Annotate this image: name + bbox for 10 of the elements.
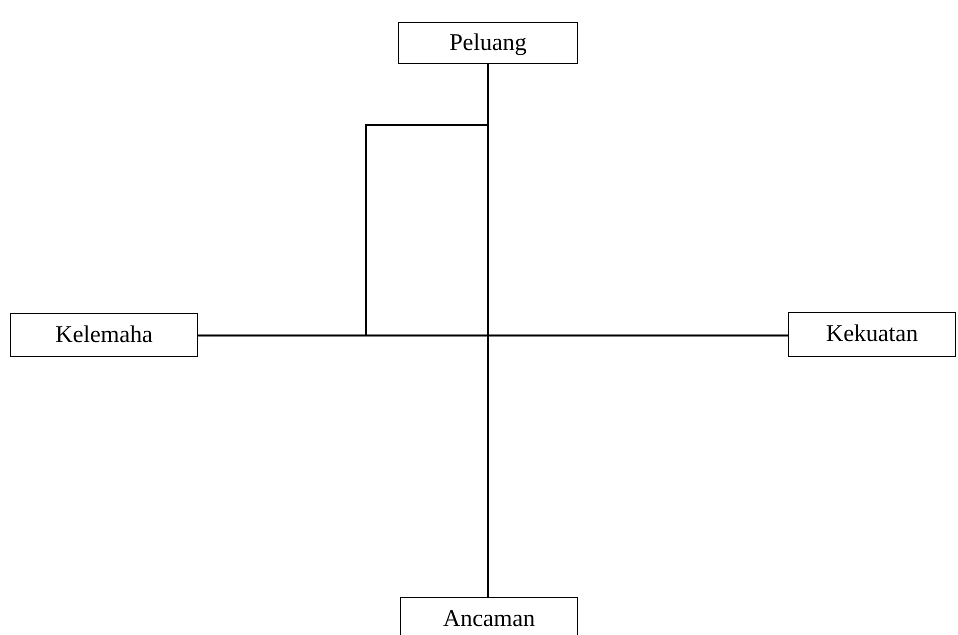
box-label: Ancaman: [443, 606, 535, 632]
box-label: Kekuatan: [826, 321, 918, 348]
label-box: [398, 22, 578, 64]
box-label: Kelemaha: [55, 322, 153, 348]
box-label: Peluang: [449, 30, 527, 56]
label-box: [788, 312, 956, 357]
label-box: [10, 313, 198, 357]
label-box: [400, 597, 578, 635]
axis-line: [198, 334, 788, 336]
axis-line: [487, 64, 489, 597]
